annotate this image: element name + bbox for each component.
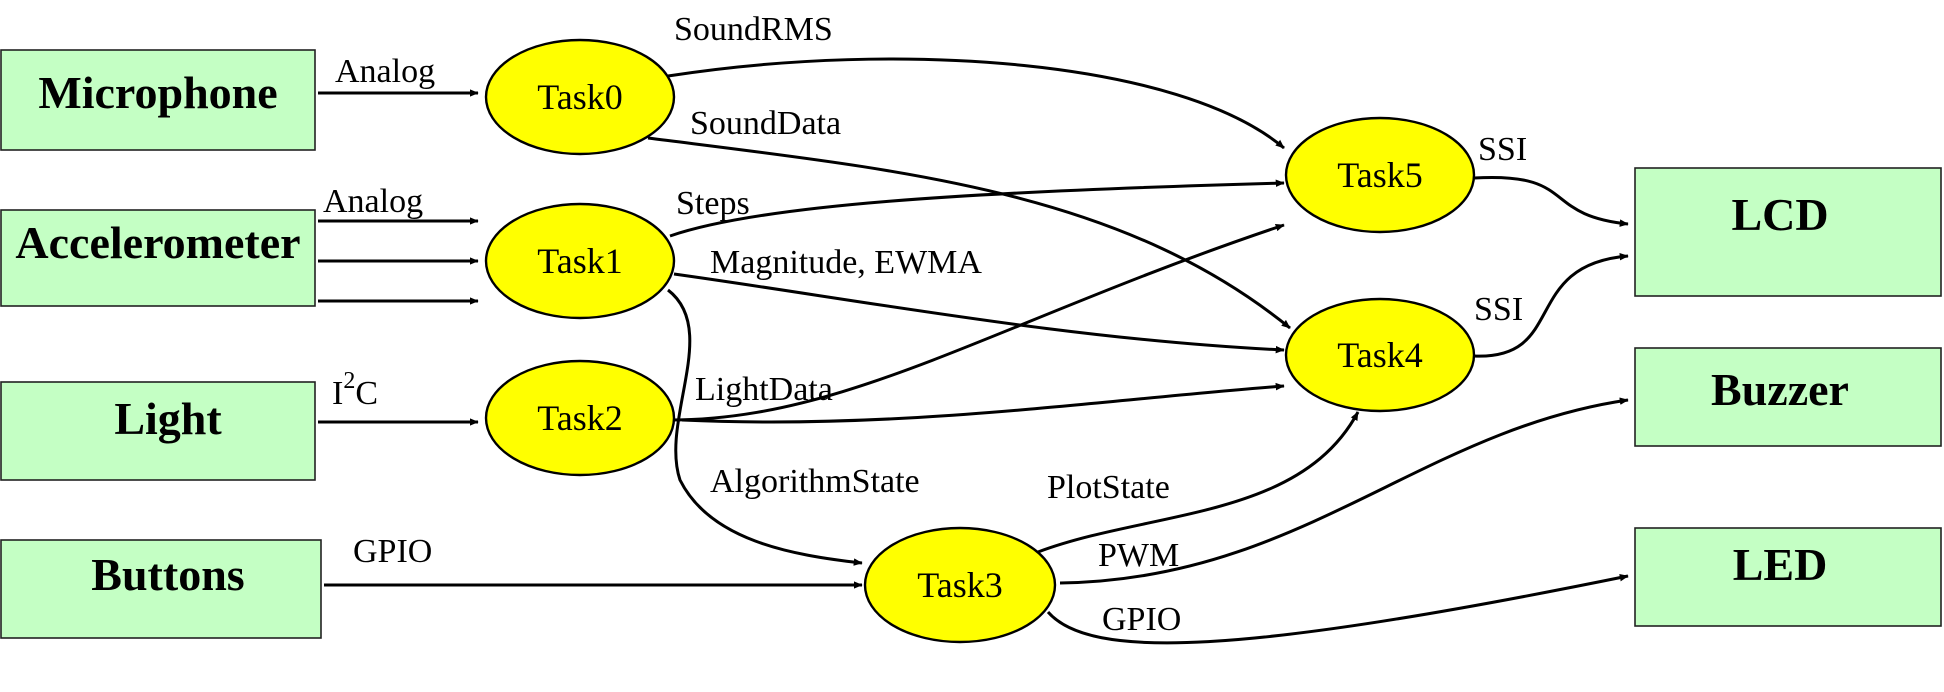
edge-task3-led bbox=[1046, 573, 1629, 645]
label-acc-analog: Analog bbox=[323, 183, 423, 220]
edge-task5-lcd bbox=[1473, 175, 1629, 227]
led-box: LED bbox=[1634, 527, 1942, 627]
buttons-label: Buttons bbox=[91, 549, 244, 600]
edge-task3-buzzer bbox=[1059, 397, 1629, 585]
label-i2c-tail: C bbox=[355, 375, 378, 412]
edge-task4-lcd bbox=[1473, 252, 1629, 358]
task3-label: Task3 bbox=[917, 565, 1002, 605]
task0-label: Task0 bbox=[537, 77, 622, 117]
label-light-data: LightData bbox=[695, 371, 833, 408]
label-i2c-sup: 2 bbox=[343, 368, 355, 394]
task4-node: Task4 bbox=[1284, 297, 1476, 413]
label-algorithm-state: AlgorithmState bbox=[710, 463, 920, 500]
light-box: Light bbox=[0, 381, 316, 481]
accelerometer-box: Accelerometer bbox=[0, 209, 316, 307]
task5-node: Task5 bbox=[1284, 116, 1476, 234]
label-i2c-base: I bbox=[332, 375, 343, 412]
buzzer-label: Buzzer bbox=[1711, 364, 1849, 415]
edge-task1-task3 bbox=[667, 288, 863, 566]
lcd-box: LCD bbox=[1634, 167, 1942, 297]
microphone-box: Microphone bbox=[0, 49, 316, 151]
label-ssi-task5: SSI bbox=[1478, 131, 1527, 168]
label-mic-analog: Analog bbox=[335, 53, 435, 90]
task2-label: Task2 bbox=[537, 398, 622, 438]
label-steps: Steps bbox=[676, 185, 750, 222]
edge-task2-task5 bbox=[669, 223, 1285, 422]
lcd-label: LCD bbox=[1731, 189, 1828, 240]
task3-node: Task3 bbox=[863, 526, 1057, 644]
edge-task2-task4 bbox=[681, 382, 1285, 424]
buzzer-box: Buzzer bbox=[1634, 347, 1942, 447]
label-buttons-gpio: GPIO bbox=[353, 533, 432, 570]
label-ssi-task4: SSI bbox=[1474, 291, 1523, 328]
light-label: Light bbox=[114, 393, 222, 444]
edge-task1-task4 bbox=[673, 272, 1285, 354]
edge-task0-task4 bbox=[647, 136, 1291, 330]
edge-task1-task5 bbox=[669, 179, 1285, 238]
task4-label: Task4 bbox=[1337, 335, 1422, 375]
label-i2c: I2C bbox=[332, 368, 378, 412]
task2-node: Task2 bbox=[484, 359, 676, 477]
label-plot-state: PlotState bbox=[1047, 469, 1170, 506]
label-led-gpio: GPIO bbox=[1102, 601, 1181, 638]
edge-task0-task5 bbox=[667, 57, 1285, 150]
edge-task3-task4 bbox=[1037, 411, 1360, 554]
task5-label: Task5 bbox=[1337, 155, 1422, 195]
label-pwm: PWM bbox=[1098, 537, 1179, 574]
microphone-label: Microphone bbox=[38, 67, 277, 118]
label-sound-data: SoundData bbox=[690, 105, 841, 142]
task1-label: Task1 bbox=[537, 241, 622, 281]
task1-node: Task1 bbox=[484, 202, 676, 320]
label-sound-rms: SoundRMS bbox=[674, 11, 833, 48]
led-label: LED bbox=[1733, 539, 1828, 590]
accelerometer-label: Accelerometer bbox=[15, 217, 300, 268]
label-magnitude-ewma: Magnitude, EWMA bbox=[710, 244, 982, 281]
task0-node: Task0 bbox=[484, 38, 676, 156]
buttons-box: Buttons bbox=[0, 539, 322, 639]
